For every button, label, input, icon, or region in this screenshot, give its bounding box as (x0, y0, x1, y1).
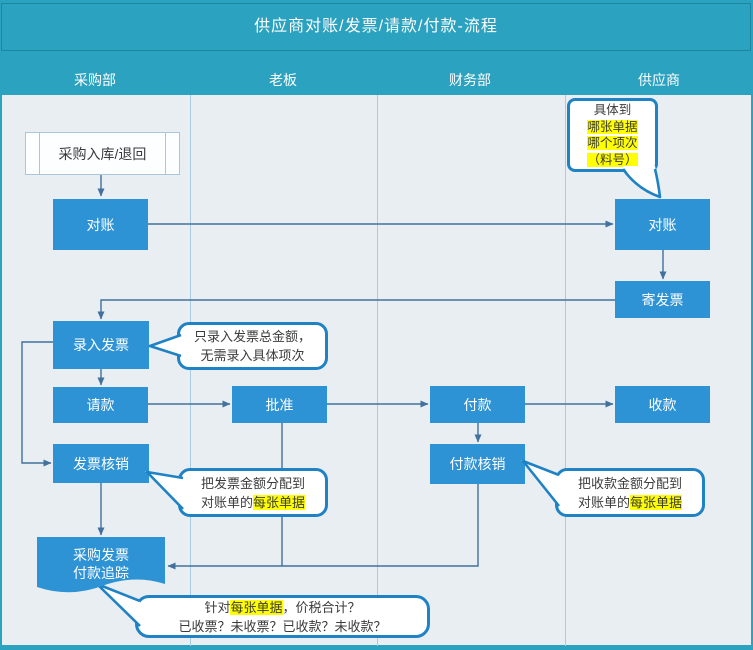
callout-enter-invoice-note[interactable]: 只录入发票总金额，无需录入具体项次 (177, 322, 328, 370)
node-label: 对账 (86, 216, 115, 233)
node-receive-payment[interactable]: 收款 (615, 386, 710, 423)
node-label: 录入发票 (73, 337, 129, 353)
canvas-border-left (0, 95, 2, 650)
lane-header-purchasing: 采购部 (74, 72, 116, 88)
lane-divider-2 (377, 95, 378, 646)
callout-tail-tracking (95, 583, 140, 627)
callout-payment-writeoff-note[interactable]: 把收款金额分配到对账单的每张单据 (555, 468, 705, 517)
lane-header-supplier: 供应商 (638, 72, 680, 88)
lane-header-boss: 老板 (269, 72, 297, 88)
node-invoice-writeoff[interactable]: 发票核销 (53, 444, 149, 483)
predefined-process-bar-left (39, 133, 40, 174)
node-payment-request[interactable]: 请款 (53, 387, 148, 423)
callout-tracking-note[interactable]: 针对每张单据，价税合计？已收票？未收票？已收款？未收款？ (135, 595, 430, 638)
canvas-border-right (751, 95, 753, 650)
callout-invoice-writeoff-note[interactable]: 把发票金额分配到对账单的每张单据 (178, 468, 328, 517)
node-tracking-label: 采购发票 付款追踪 (37, 546, 165, 582)
node-payment-writeoff[interactable]: 付款核销 (430, 444, 525, 484)
node-label: 寄发票 (641, 291, 684, 308)
predefined-process-bar-right (165, 133, 166, 174)
arrow-send-invoice-to-enter-invoice (97, 299, 615, 320)
node-label: 付款核销 (449, 456, 506, 472)
callout-detail-note[interactable]: 具体到哪张单据哪个项次（料号） (567, 98, 658, 172)
node-label: 发票核销 (73, 455, 129, 472)
node-label: 请款 (86, 397, 115, 413)
canvas-border-bottom (0, 645, 753, 650)
header-band (0, 0, 753, 95)
lane-header-finance: 财务部 (449, 72, 491, 88)
node-label: 批准 (265, 396, 294, 413)
arrow-enter-invoice-to-invoice-writeoff (21, 341, 53, 467)
lane-divider-1 (190, 95, 191, 646)
node-send-invoice[interactable]: 寄发票 (615, 281, 710, 318)
node-pay[interactable]: 付款 (430, 386, 525, 423)
lane-divider-3 (565, 95, 566, 646)
callout-tail-payment-writeoff (521, 460, 559, 507)
tracking-line-2: 付款追踪 (73, 565, 129, 581)
node-enter-invoice[interactable]: 录入发票 (53, 321, 149, 369)
node-label: 采购入库/退回 (58, 145, 147, 162)
node-label: 付款 (463, 396, 492, 413)
node-recon-purchasing[interactable]: 对账 (53, 199, 148, 250)
node-purchase-receipt[interactable]: 采购入库/退回 (25, 132, 180, 175)
tracking-line-1: 采购发票 (73, 547, 129, 563)
node-recon-supplier[interactable]: 对账 (615, 199, 710, 250)
node-label: 对账 (648, 216, 677, 233)
node-approve[interactable]: 批准 (232, 386, 327, 423)
node-label: 收款 (648, 396, 677, 413)
page-title: 供应商对账/发票/请款/付款-流程 (1, 3, 751, 51)
